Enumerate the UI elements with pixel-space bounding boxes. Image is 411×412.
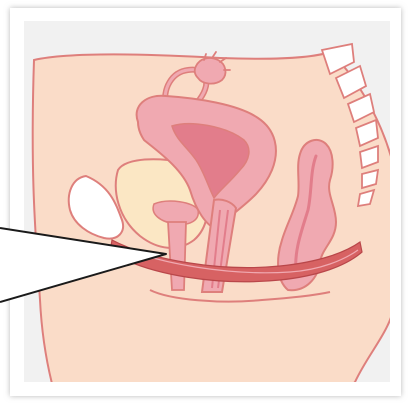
urethra (168, 222, 186, 290)
